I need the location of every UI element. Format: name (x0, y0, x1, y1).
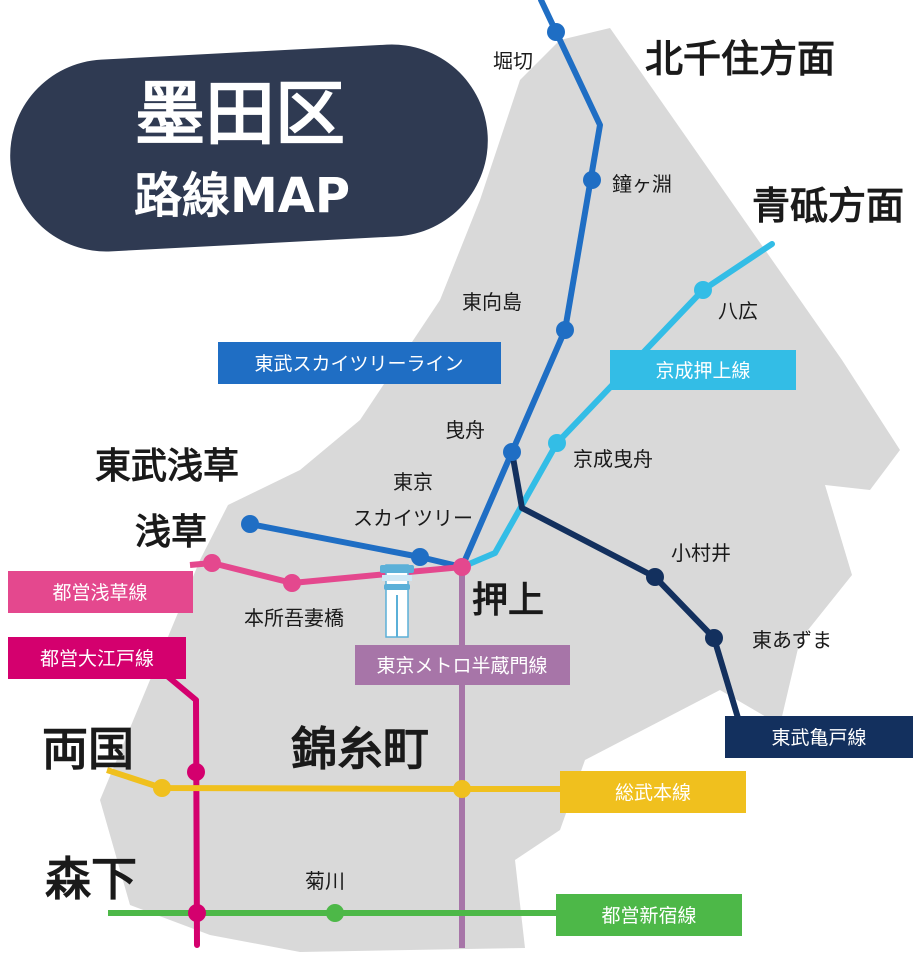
station-dot-tobu-asakusa[interactable] (241, 515, 259, 533)
line-sobu (106, 767, 560, 792)
station-name-morishita: 森下 (45, 852, 137, 906)
station-name-tobu-asakusa: 東武浅草 (95, 446, 239, 487)
title-badge (10, 44, 488, 252)
title-ward: 墨田区 (135, 73, 345, 155)
station-dot-oshiage[interactable] (453, 558, 471, 576)
station-name-keisei-hikifune: 京成曳舟 (573, 447, 653, 471)
svg-text:東武スカイツリーライン: 東武スカイツリーライン (254, 353, 463, 375)
station-name-hikifune: 曳舟 (445, 418, 485, 442)
station-dot-keisei-hikifune[interactable] (548, 434, 566, 452)
direction-aoto: 青砥方面 (752, 184, 904, 228)
station-name-tokyo-skytree-line2: スカイツリー (353, 506, 473, 530)
station-dot-kikukawa[interactable] (326, 904, 344, 922)
line-label-sobu: 総武本線 (560, 771, 746, 813)
line-label-tobu-kameido: 東武亀戸線 (725, 716, 913, 758)
station-name-oshiage: 押上 (472, 580, 544, 621)
station-dot-higashi-azuma[interactable] (705, 629, 723, 647)
station-dot-ryogoku-sobu[interactable] (153, 779, 171, 797)
station-dot-asakusa[interactable] (203, 554, 221, 572)
station-dot-yahiro[interactable] (694, 281, 712, 299)
svg-text:京成押上線: 京成押上線 (655, 360, 750, 382)
station-name-honjo-azumabashi: 本所吾妻橋 (244, 606, 344, 630)
station-name-omurai: 小村井 (671, 541, 731, 565)
line-label-toei-oedo: 都営大江戸線 (8, 637, 186, 679)
station-name-kinshicho: 錦糸町 (291, 722, 429, 776)
station-dot-honjo-azumabashi[interactable] (283, 574, 301, 592)
station-name-horikiri: 堀切 (493, 49, 533, 73)
station-dot-hikifune[interactable] (503, 443, 521, 461)
station-name-asakusa: 浅草 (135, 512, 207, 553)
station-dot-kanegafuchi[interactable] (583, 171, 601, 189)
station-dot-tokyo-skytree[interactable] (411, 548, 429, 566)
station-name-ryogoku: 両国 (42, 722, 134, 776)
station-dot-morishita[interactable] (188, 904, 206, 922)
station-dot-horikiri[interactable] (547, 23, 565, 41)
svg-text:東武亀戸線: 東武亀戸線 (771, 727, 866, 749)
line-label-tobu-skytree: 東武スカイツリーライン (218, 342, 501, 384)
svg-text:都営大江戸線: 都営大江戸線 (40, 648, 154, 670)
line-label-hanzomon: 東京メトロ半蔵門線 (355, 645, 570, 685)
title-routemap: 路線MAP (134, 168, 350, 224)
sumida-ward-area (100, 28, 900, 952)
line-label-toei-asakusa: 都営浅草線 (8, 571, 193, 613)
line-toei-asakusa (189, 560, 463, 586)
station-name-yahiro: 八広 (718, 299, 758, 323)
skytree-tower-icon (380, 564, 414, 638)
station-dot-ryogoku-oedo[interactable] (187, 763, 205, 781)
station-dot-kinshicho[interactable] (453, 780, 471, 798)
direction-kitasenju: 北千住方面 (645, 37, 835, 81)
station-dot-omurai[interactable] (646, 568, 664, 586)
svg-text:東京メトロ半蔵門線: 東京メトロ半蔵門線 (376, 655, 547, 677)
line-label-keisei-oshiage: 京成押上線 (610, 350, 796, 390)
station-name-kikukawa: 菊川 (305, 869, 345, 893)
station-name-kanegafuchi: 鐘ヶ淵 (612, 172, 672, 196)
line-label-shinjuku: 都営新宿線 (556, 894, 742, 936)
svg-text:総武本線: 総武本線 (615, 782, 691, 804)
station-name-tokyo-skytree-line1: 東京 (393, 470, 433, 494)
svg-text:都営新宿線: 都営新宿線 (601, 905, 696, 927)
line-toei-oedo (157, 667, 200, 948)
station-dot-higashimukojima[interactable] (556, 321, 574, 339)
svg-text:都営浅草線: 都営浅草線 (52, 582, 147, 604)
station-name-higashi-azuma: 東あずま (752, 628, 832, 652)
station-name-higashimukojima: 東向島 (462, 290, 522, 314)
